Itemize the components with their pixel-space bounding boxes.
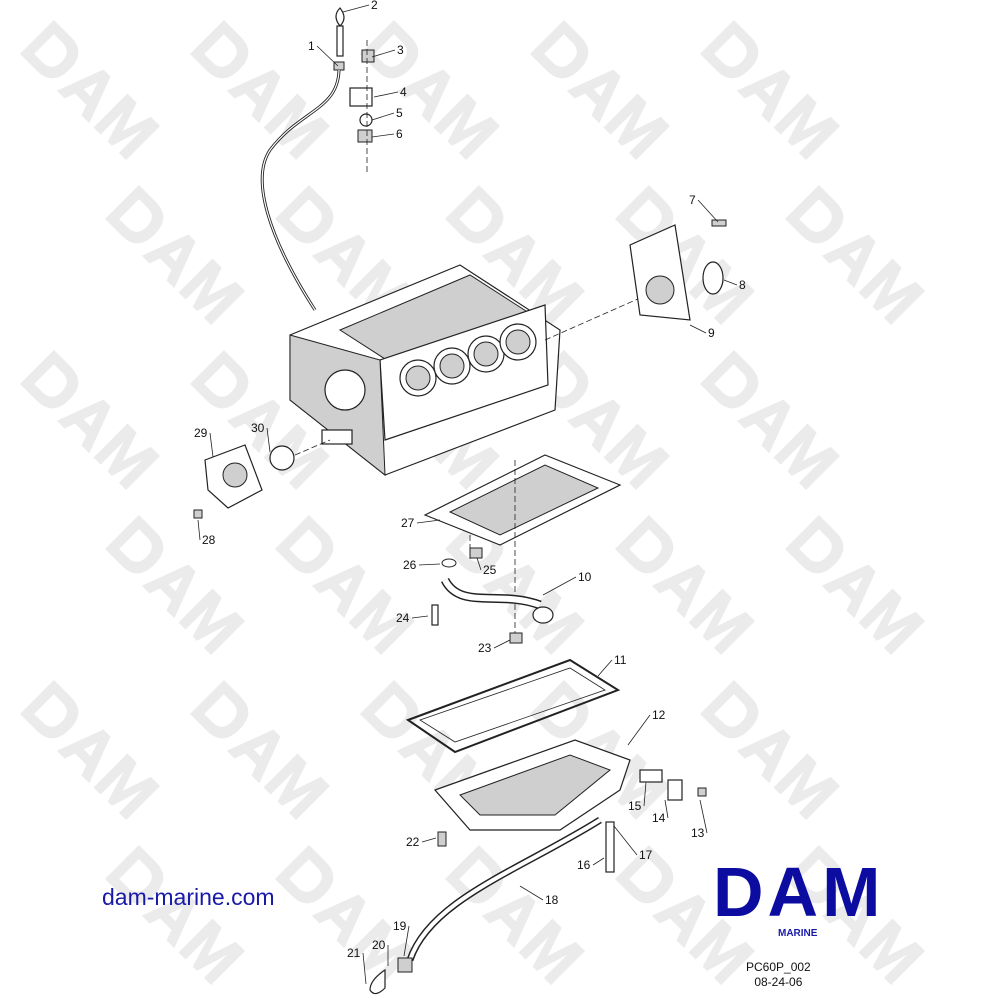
windage-tray [423, 454, 622, 640]
callout-leader [542, 576, 577, 596]
drain-hose [369, 817, 602, 995]
callout-leader [493, 639, 511, 649]
dam-logo: DAM [713, 857, 884, 927]
diagram-id: PC60P_002 08-24-06 [746, 960, 811, 990]
watermark-logo [104, 844, 246, 986]
oil-pan-gasket [405, 658, 621, 754]
diagram-code: PC60P_002 [746, 960, 811, 974]
callout-leader [421, 837, 437, 843]
callout-7: 7 [689, 193, 696, 207]
callout-8: 8 [739, 278, 746, 292]
watermark-logo [529, 19, 671, 161]
callout-5: 5 [396, 106, 403, 120]
callout-leader [362, 952, 367, 985]
callout-13: 13 [691, 826, 705, 840]
watermark-logo [104, 184, 246, 326]
watermark-logo [699, 19, 841, 161]
logo-text: DAM [713, 853, 885, 931]
rear-cover [629, 219, 727, 321]
callout-30: 30 [251, 421, 265, 435]
callout-leader [613, 825, 638, 856]
callout-18: 18 [545, 893, 559, 907]
callout-16: 16 [577, 858, 591, 872]
callout-10: 10 [578, 570, 592, 584]
watermark-logo [274, 844, 416, 986]
oil-pickup-tube [431, 547, 554, 644]
callout-3: 3 [397, 43, 404, 57]
callout-leader [197, 519, 201, 541]
callout-26: 26 [403, 558, 417, 572]
callout-leader [373, 91, 399, 98]
callout-leader [723, 279, 738, 286]
diagram-date: 08-24-06 [754, 975, 803, 989]
callout-15: 15 [628, 799, 642, 813]
callout-28: 28 [202, 533, 216, 547]
callout-leader [411, 615, 429, 619]
sensor-stack [349, 40, 375, 175]
dipstick-assembly [260, 7, 345, 311]
callout-leader [519, 885, 544, 901]
watermark-logo [19, 679, 161, 821]
watermark-logo [784, 184, 926, 326]
callout-29: 29 [194, 426, 208, 440]
watermark-logo [104, 514, 246, 656]
callout-leader [371, 133, 395, 138]
website-link[interactable]: dam-marine.com [102, 884, 275, 910]
callout-leader [643, 781, 647, 807]
callout-4: 4 [400, 85, 407, 99]
callout-layer: 1234567891011121314151617181920212223242… [194, 0, 746, 985]
callout-leader [209, 432, 214, 458]
watermark-logo [784, 514, 926, 656]
watermark-logo [699, 349, 841, 491]
watermark-logo [189, 679, 331, 821]
callout-25: 25 [483, 563, 497, 577]
callout-9: 9 [708, 326, 715, 340]
callout-21: 21 [347, 946, 361, 960]
callout-leader [689, 324, 707, 334]
callout-1: 1 [308, 39, 315, 53]
callout-14: 14 [652, 811, 666, 825]
callout-leader [266, 427, 271, 453]
callout-19: 19 [393, 919, 407, 933]
callout-leader [697, 199, 719, 223]
callout-leader [342, 4, 370, 13]
oil-pan [433, 739, 707, 873]
callout-12: 12 [652, 708, 666, 722]
callout-22: 22 [406, 835, 420, 849]
callout-leader [371, 112, 395, 121]
callout-27: 27 [401, 516, 415, 530]
callout-11: 11 [614, 653, 627, 667]
watermark-logo [359, 19, 501, 161]
watermark-logo [614, 514, 756, 656]
callout-2: 2 [371, 0, 378, 12]
watermark-logo [699, 679, 841, 821]
oil-pump [193, 439, 331, 519]
logo-subtitle: MARINE [778, 928, 818, 939]
callout-leader [316, 45, 339, 67]
watermark-logo [19, 349, 161, 491]
callout-leader [418, 563, 441, 566]
callout-leader [664, 799, 669, 819]
callout-24: 24 [396, 611, 410, 625]
callout-leader [403, 925, 410, 957]
callout-leader [627, 714, 651, 746]
callout-leader [371, 49, 396, 58]
callout-17: 17 [639, 848, 653, 862]
callout-leader [476, 557, 482, 571]
callout-leader [416, 519, 441, 524]
watermark-logo [274, 514, 416, 656]
engine-block [289, 264, 561, 477]
callout-leader [699, 799, 708, 834]
callout-leader [597, 659, 613, 677]
callout-20: 20 [372, 938, 386, 952]
watermark-logo [19, 19, 161, 161]
callout-23: 23 [478, 641, 492, 655]
callout-6: 6 [396, 127, 403, 141]
callout-leader [592, 857, 605, 866]
